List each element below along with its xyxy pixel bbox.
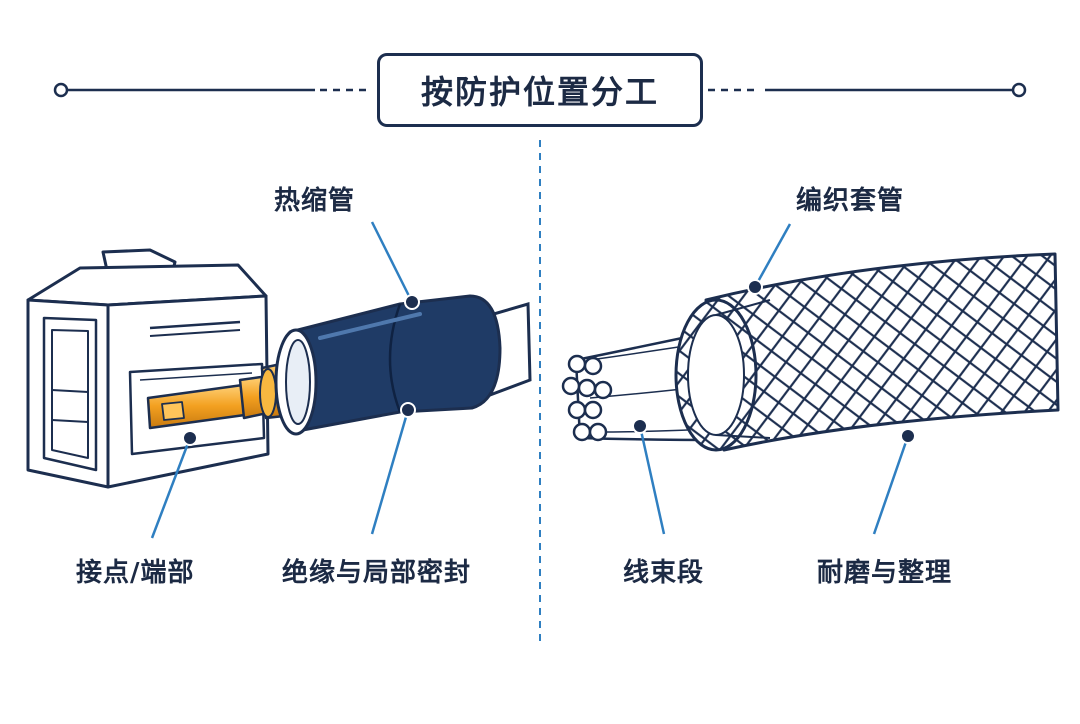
label-braided-sleeve: 编织套管 <box>796 186 905 216</box>
pointer-lines <box>150 221 916 539</box>
title-box: 按防护位置分工 <box>377 53 703 127</box>
header-rule <box>53 82 1027 98</box>
diagram-title: 按防护位置分工 <box>420 73 659 111</box>
connector-illustration <box>26 248 270 489</box>
label-heat-shrink: 热缩管 <box>274 186 356 216</box>
braided-sleeve <box>674 252 1060 452</box>
label-harness-section: 线束段 <box>623 558 705 588</box>
label-abrasion-organizing: 耐磨与整理 <box>817 558 953 588</box>
label-contact-terminal: 接点/端部 <box>76 558 195 588</box>
heat-shrink-tube <box>274 294 502 436</box>
label-insulation-sealing: 绝缘与局部密封 <box>282 558 472 588</box>
